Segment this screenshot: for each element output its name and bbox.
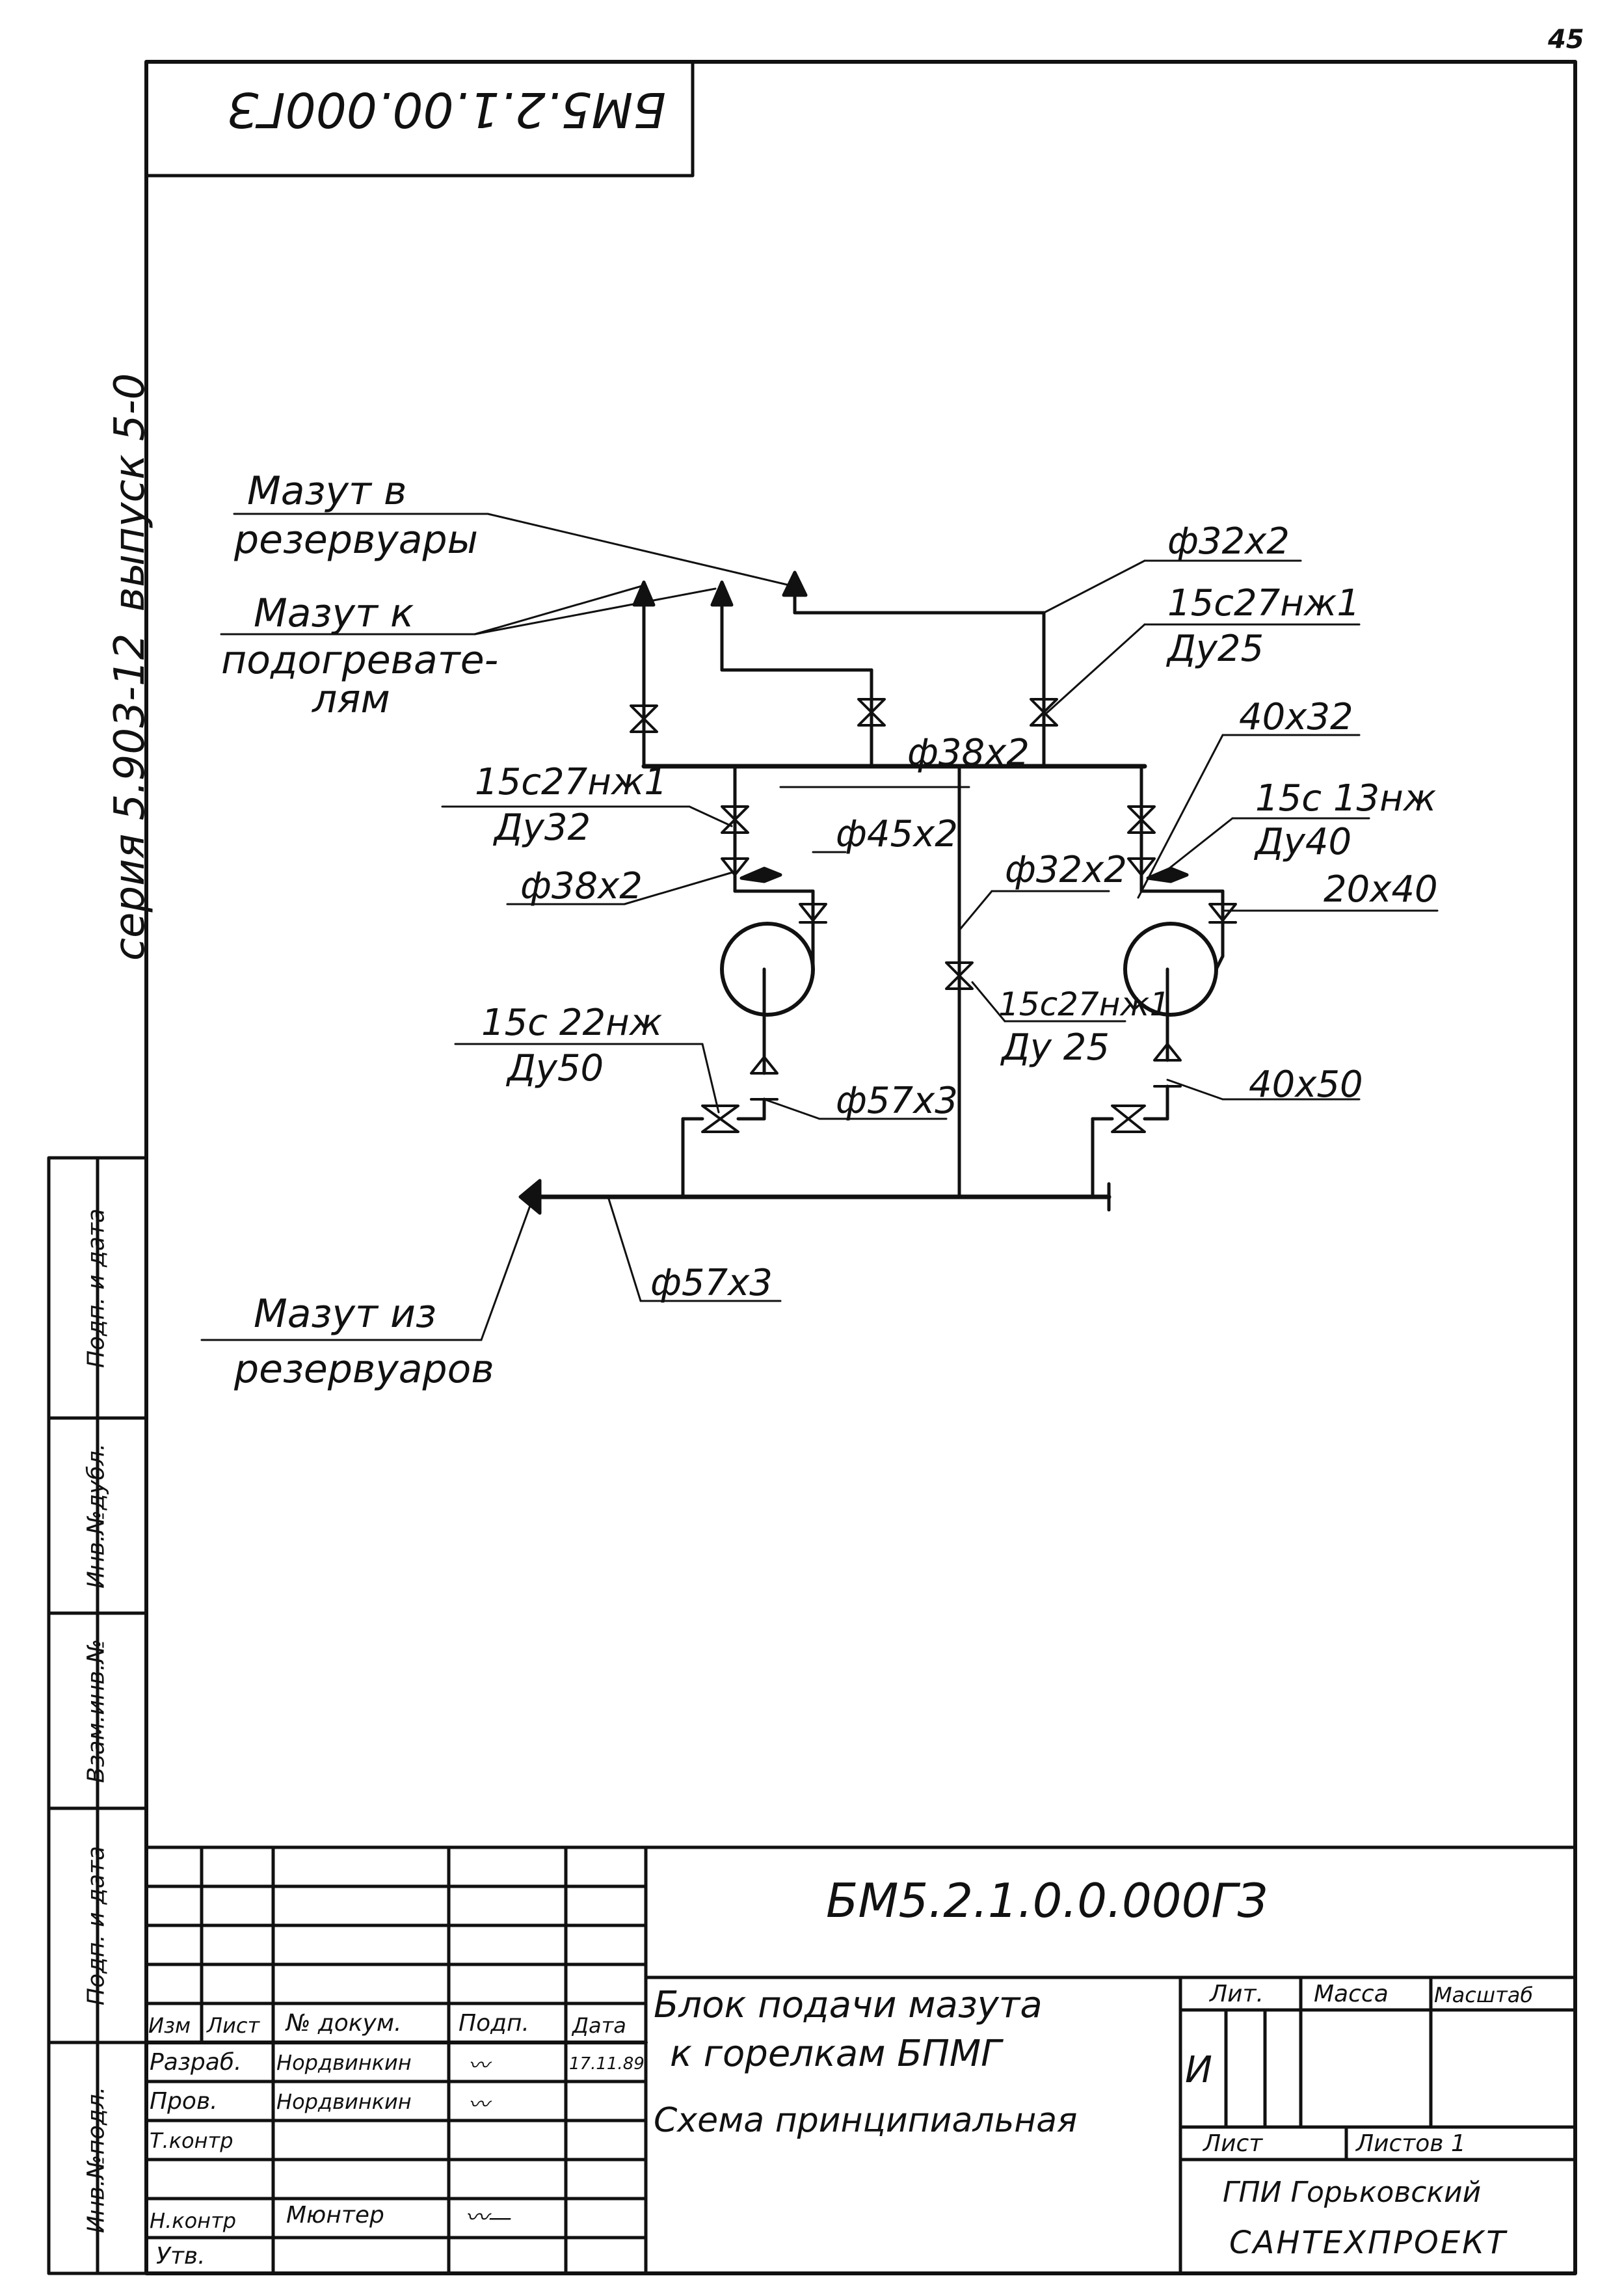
- massa-header: Масса: [1314, 1981, 1389, 2007]
- row-prov: Пров.: [150, 2088, 218, 2115]
- title-line-1: Блок подачи мазута: [654, 1984, 1043, 2026]
- col-izm: Изм: [148, 2013, 191, 2038]
- label-dn25-top: Ду25: [1167, 628, 1264, 670]
- label-valve-15c27-left: 15с27нж1: [475, 761, 667, 803]
- name-prov: Нордвинкин: [276, 2089, 412, 2114]
- label-dn25-mid: Ду 25: [1002, 1026, 1110, 1069]
- col-data: Дата: [572, 2013, 626, 2038]
- label-pipe-40x50: 40х50: [1249, 1064, 1363, 1106]
- lit-value: И: [1185, 2049, 1212, 2091]
- label-pipe-40x32: 40х32: [1239, 696, 1353, 738]
- label-pipe-57x3-lower: ф57х3: [650, 1262, 773, 1304]
- title-block-doc-code: БМ5.2.1.0.0.000ГЗ: [826, 1873, 1268, 1928]
- signature-razrab: 〰: [468, 2053, 490, 2078]
- page-number: 45: [1548, 25, 1584, 55]
- row-utv: Утв.: [156, 2243, 206, 2269]
- label-dn40: Ду40: [1255, 821, 1352, 863]
- label-valve-15c22: 15с 22нж: [481, 1002, 663, 1044]
- label-dn32-left: Ду32: [494, 807, 591, 849]
- label-pipe-38x2-left: ф38х2: [520, 865, 643, 907]
- row-razrab: Разраб.: [150, 2049, 242, 2076]
- sheet-frame: [144, 60, 1577, 2275]
- sheets-label: Листов 1: [1356, 2130, 1466, 2157]
- side-stamp-podp-date-2: Подп. и дата: [83, 1208, 110, 1369]
- name-nkontr: Мюнтер: [286, 2202, 384, 2229]
- doc-code-inverted: БМ5.2.1.00.000ГЗ: [228, 81, 667, 137]
- label-valve-15c13: 15с 13нж: [1255, 777, 1437, 820]
- label-mazut-to-heaters-3: лям: [312, 676, 390, 722]
- label-dn50: Ду50: [507, 1047, 604, 1090]
- label-mazut-from-tanks-2: резервуаров: [234, 1346, 494, 1392]
- side-stamp-podp-date-1: Подп. и дата: [83, 1845, 110, 2006]
- title-line-2: к горелкам БПМГ: [670, 2033, 1002, 2075]
- title-line-3: Схема принципиальная: [654, 2101, 1078, 2140]
- org-line-2: САНТЕХПРОЕКТ: [1229, 2225, 1508, 2261]
- series-label: серия 5.903-12: [106, 633, 154, 961]
- label-mazut-to-tanks-2: резервуары: [234, 517, 478, 563]
- row-tkontr: Т.контр: [150, 2128, 233, 2153]
- label-mazut-from-tanks-1: Мазут из: [254, 1291, 436, 1337]
- name-razrab: Нордвинкин: [276, 2050, 412, 2075]
- label-mazut-to-heaters-1: Мазут к: [254, 591, 414, 636]
- label-valve-15c27-top: 15с27нж1: [1167, 582, 1360, 624]
- masshtab-header: Масштаб: [1434, 1983, 1534, 2007]
- col-ndok: № докум.: [286, 2010, 402, 2037]
- label-pipe-45x2: ф45х2: [836, 813, 958, 855]
- row-nkontr: Н.контр: [150, 2208, 237, 2233]
- label-pipe-38x2-header: ф38х2: [907, 732, 1030, 774]
- side-stamp-inv-dubl: Инв.№дубл.: [83, 1443, 110, 1589]
- label-mazut-to-heaters-2: подогревате-: [221, 637, 499, 683]
- side-stamp-inv-podl: Инв.№подл.: [83, 2086, 110, 2234]
- label-mazut-to-tanks-1: Мазут в: [247, 468, 407, 514]
- sheet-label: Лист: [1203, 2130, 1263, 2157]
- label-pipe-32x2-mid: ф32х2: [1005, 849, 1127, 891]
- signature-nkontr: 〰—: [465, 2204, 512, 2231]
- label-pipe-57x3-upper: ф57х3: [836, 1080, 958, 1122]
- signature-prov: 〰: [468, 2092, 490, 2117]
- valve-symbols: [630, 698, 1237, 1133]
- date-razrab: 17.11.89: [569, 2054, 645, 2074]
- lit-header: Лит.: [1210, 1981, 1264, 2007]
- org-line-1: ГПИ Горьковский: [1223, 2176, 1482, 2209]
- label-pipe-32x2-top: ф32х2: [1167, 520, 1290, 563]
- col-podp: Подп.: [459, 2010, 529, 2037]
- label-pipe-20x40: 20х40: [1324, 868, 1438, 911]
- pump-left: [720, 922, 815, 1017]
- side-stamp-vzam-inv: Взам.инв.№: [83, 1639, 110, 1784]
- col-list: Лист: [207, 2013, 260, 2038]
- label-valve-15c27-mid: 15с27нж1: [998, 985, 1171, 1023]
- issue-label: выпуск 5-0: [106, 373, 154, 612]
- doc-code-box: [144, 60, 695, 178]
